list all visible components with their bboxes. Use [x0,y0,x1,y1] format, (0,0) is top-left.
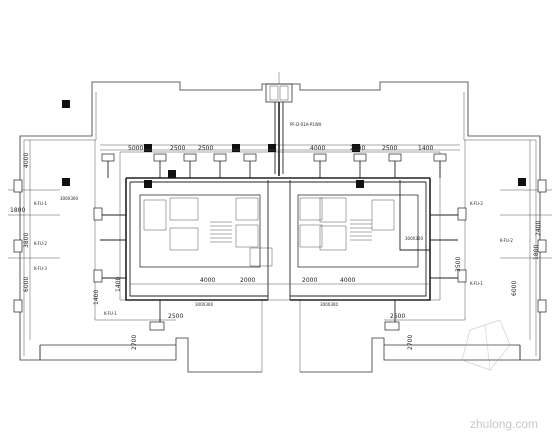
branch-ducts [100,160,458,325]
grid-lines [8,144,552,259]
dim-left-1: 4000 [23,153,30,168]
grille-label-2: 300X300 [320,302,338,307]
duct-loop [125,102,431,301]
building-core [139,194,419,268]
dim-top-6: 2500 [382,145,397,152]
dim-left-5: 1400 [93,290,100,305]
dim-bottom-1: 4000 [200,277,215,284]
dim-top-7: 1400 [418,145,433,152]
stair-right [350,219,372,241]
dim-top-5: 2500 [350,145,365,152]
dim-right-2: 1800 [533,245,540,260]
unit-label-left-2: K-FU-2 [34,241,47,246]
unit-label-left-1: K-FU-1 [34,201,47,206]
building-outline [19,81,541,373]
unit-label-right-1: K-FU-2 [470,201,483,206]
unit-label-right-2: K-FU-2 [500,238,513,243]
grille-label-1: 300X300 [195,302,213,307]
dim-top-3: 2500 [198,145,213,152]
fan-coil-units [13,153,547,331]
grille-label-3: 300X300 [60,196,78,201]
dim-bottom-corner-2: 2700 [131,335,138,350]
dim-top-4: 4000 [310,145,325,152]
dim-left-4: 6000 [23,277,30,292]
top-shaft [265,72,293,103]
dim-left-2: 1800 [10,207,25,214]
dim-right-3: 3500 [455,257,462,272]
watermark-logo [461,319,511,371]
dim-bottom-corner-4: 2700 [407,335,414,350]
column-blocks [62,100,526,188]
dim-bottom-corner-3: 2500 [390,313,405,320]
dim-left-3: 3800 [23,233,30,248]
dim-top-2: 2500 [170,145,185,152]
dim-bottom-3: 2000 [302,277,317,284]
dim-bottom-2: 2000 [240,277,255,284]
dim-right-4: 6000 [511,281,518,296]
watermark-text: zhulong.com [470,417,538,431]
unit-label-left-4: K-FU-1 [104,311,117,316]
duct-label-top: PF-D-01A-P1WX [290,122,322,127]
stair-left [210,221,232,243]
unit-label-left-3: K-FU-3 [34,266,47,271]
dimension-lines [29,140,531,340]
unit-label-right-3: K-FU-1 [470,281,483,286]
dim-bottom-corner-1: 2500 [168,313,183,320]
dim-top-1: 5000 [128,145,143,152]
dim-bottom-5: 1400 [115,277,122,292]
dim-bottom-4: 4000 [340,277,355,284]
dim-right-1: 2400 [535,221,542,236]
grille-label-4: 300X300 [405,236,423,241]
